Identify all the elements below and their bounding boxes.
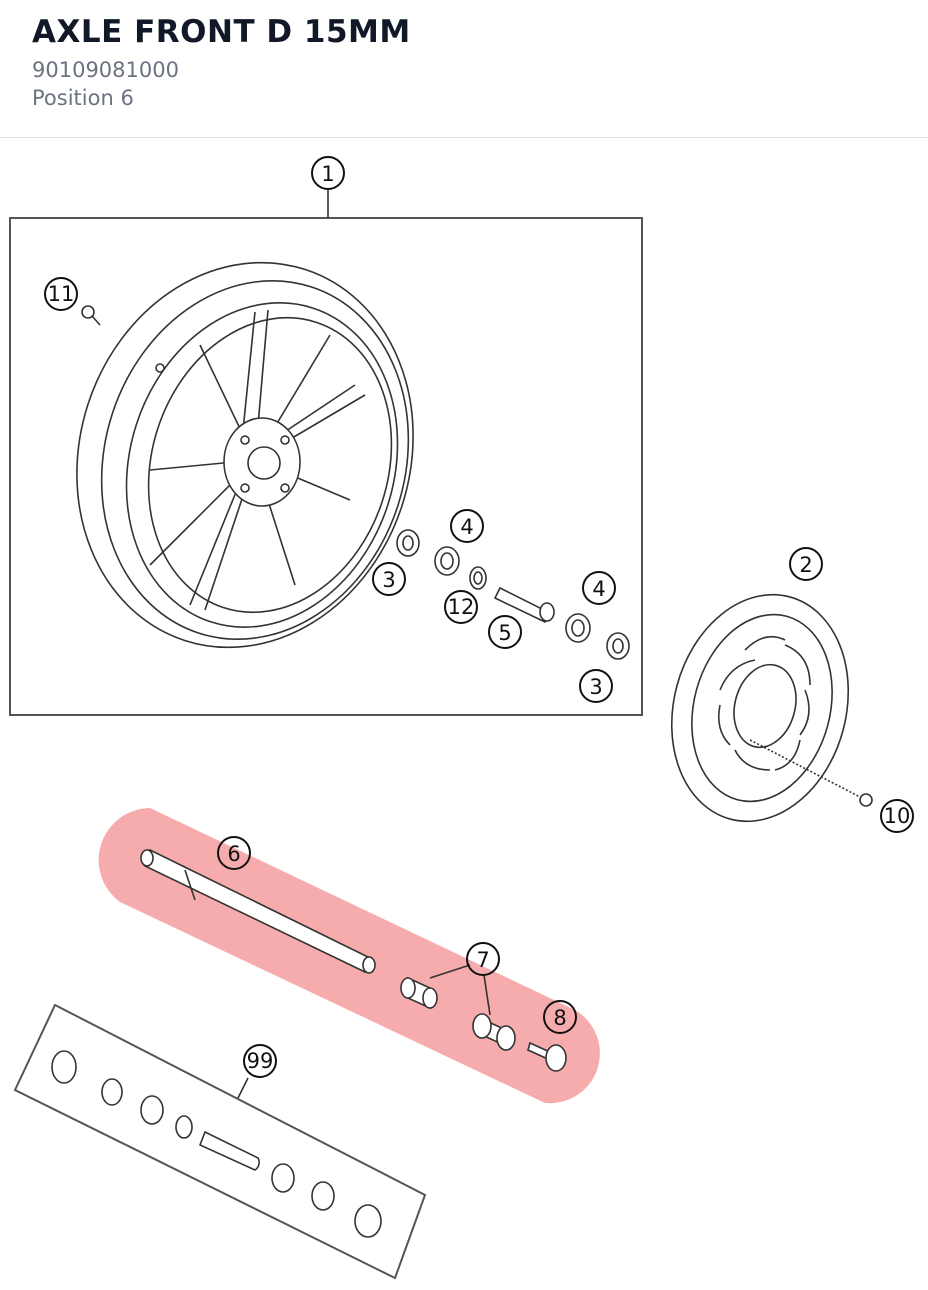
spacer-part-12[interactable] — [469, 566, 487, 590]
screw-part-10[interactable] — [749, 739, 873, 807]
seal-ring-part-3a[interactable] — [396, 529, 420, 557]
brake-disc-part-2[interactable] — [647, 575, 873, 842]
bearing-part-4b[interactable] — [565, 613, 591, 643]
callout-7[interactable]: 7 — [466, 942, 500, 976]
svg-text:99: 99 — [247, 1049, 274, 1073]
part-position: Position 6 — [32, 86, 134, 110]
callout-8[interactable]: 8 — [543, 1000, 577, 1034]
svg-text:5: 5 — [498, 621, 511, 645]
callout-4b[interactable]: 4 — [582, 571, 616, 605]
spacer-sleeve-part-5[interactable] — [493, 586, 555, 623]
callout-5[interactable]: 5 — [488, 615, 522, 649]
callout-4a[interactable]: 4 — [450, 509, 484, 543]
part-title: AXLE FRONT D 15MM — [32, 14, 411, 50]
svg-text:8: 8 — [553, 1006, 566, 1030]
svg-text:2: 2 — [799, 553, 812, 577]
callout-3b[interactable]: 3 — [579, 669, 613, 703]
svg-text:11: 11 — [48, 282, 75, 306]
bearing-part-4a[interactable] — [434, 546, 460, 576]
wheel-assembly-group — [9, 190, 643, 716]
wheel-rim[interactable] — [28, 219, 462, 692]
svg-text:3: 3 — [589, 675, 602, 699]
svg-text:3: 3 — [382, 568, 395, 592]
axle-screw-part-8[interactable] — [527, 1041, 567, 1072]
part-number: 90109081000 — [32, 58, 179, 82]
svg-text:1: 1 — [321, 162, 334, 186]
callout-2[interactable]: 2 — [789, 547, 823, 581]
axle-part-6[interactable] — [140, 848, 376, 974]
callout-10[interactable]: 10 — [880, 799, 914, 833]
svg-text:7: 7 — [476, 948, 489, 972]
spacer-part-7b[interactable] — [472, 1013, 516, 1051]
svg-text:10: 10 — [884, 804, 911, 828]
callout-11[interactable]: 11 — [44, 277, 78, 311]
spacer-part-7a[interactable] — [400, 976, 438, 1010]
part-header: AXLE FRONT D 15MM 90109081000 Position 6 — [0, 0, 928, 138]
callout-12[interactable]: 12 — [444, 590, 478, 624]
callout-6[interactable]: 6 — [217, 836, 251, 870]
spare-parts-kit-part-99[interactable] — [13, 1003, 427, 1280]
callout-3a[interactable]: 3 — [372, 562, 406, 596]
callout-99[interactable]: 99 — [243, 1044, 277, 1078]
svg-text:12: 12 — [448, 595, 475, 619]
screw-part-11[interactable] — [81, 305, 101, 326]
exploded-parts-diagram: 1 11 4 3 12 5 4 3 2 10 6 7 8 99 — [9, 156, 914, 1280]
svg-text:6: 6 — [227, 842, 240, 866]
seal-ring-part-3b[interactable] — [606, 632, 630, 660]
svg-text:4: 4 — [592, 577, 605, 601]
svg-text:4: 4 — [460, 515, 473, 539]
callout-1[interactable]: 1 — [311, 156, 345, 190]
